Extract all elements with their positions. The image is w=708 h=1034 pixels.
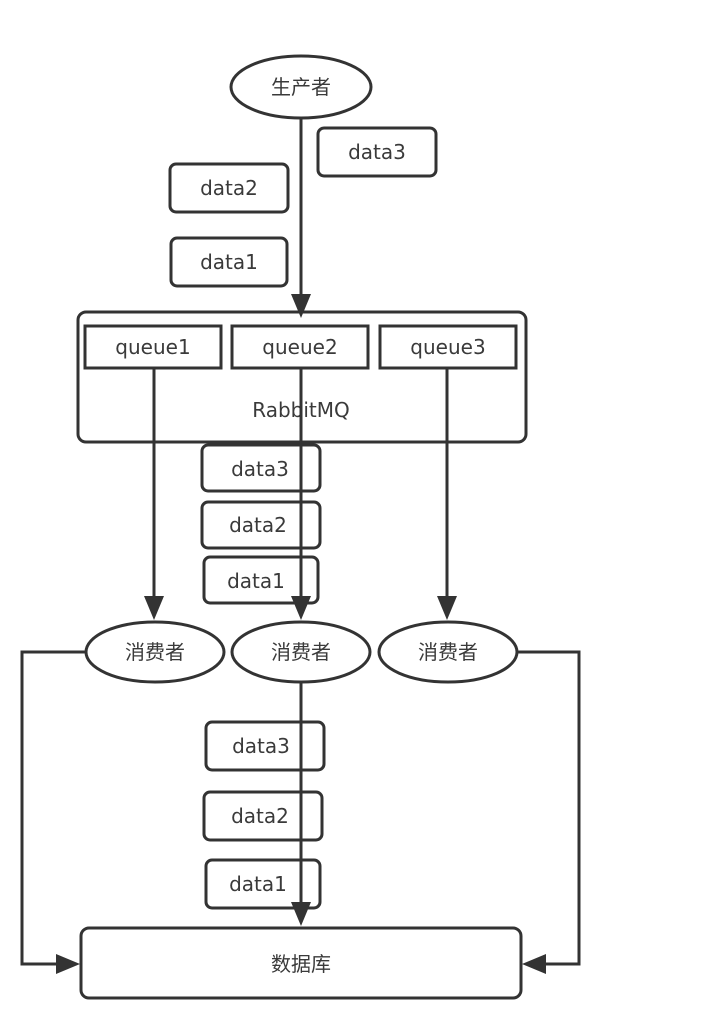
arrowhead <box>291 902 311 926</box>
packet-label: data2 <box>231 804 289 828</box>
consumer-label: 消费者 <box>125 640 185 664</box>
consumer-label: 消费者 <box>271 640 331 664</box>
consumer-node[interactable]: 消费者 <box>377 620 519 684</box>
edge-consumer1-to-database <box>20 650 86 966</box>
consumer2-data-packet[interactable]: data1 <box>204 858 322 910</box>
producer-data-packet[interactable]: data2 <box>168 162 290 214</box>
queue-label: queue3 <box>410 335 485 359</box>
producer-node[interactable]: 生产者 <box>229 54 373 120</box>
producer-data-packet[interactable]: data1 <box>169 236 289 288</box>
queue2-data-packet[interactable]: data1 <box>202 555 320 605</box>
arrowhead <box>291 294 311 318</box>
consumer2-data-packet[interactable]: data3 <box>204 720 326 772</box>
queue-label: queue1 <box>115 335 190 359</box>
queue-node[interactable]: queue1 <box>83 324 223 370</box>
queue-node[interactable]: queue3 <box>378 324 518 370</box>
packet-label: data3 <box>348 140 406 164</box>
queue-label: queue2 <box>262 335 337 359</box>
edges <box>20 118 581 974</box>
arrowhead <box>522 954 546 974</box>
packet-label: data3 <box>231 457 289 481</box>
arrowhead <box>56 954 80 974</box>
producer-data-packet[interactable]: data3 <box>316 126 438 178</box>
arrowhead <box>291 596 311 620</box>
arrowhead <box>144 596 164 620</box>
consumer-node[interactable]: 消费者 <box>84 620 226 684</box>
consumer-node[interactable]: 消费者 <box>230 620 372 684</box>
packet-label: data2 <box>229 513 287 537</box>
database-label: 数据库 <box>271 952 331 976</box>
packet-label: data1 <box>227 569 285 593</box>
consumer-label: 消费者 <box>418 640 478 664</box>
packet-label: data3 <box>232 734 290 758</box>
queue-node[interactable]: queue2 <box>230 324 370 370</box>
consumer2-data-packet[interactable]: data2 <box>202 790 324 842</box>
packet-label: data1 <box>200 250 258 274</box>
packet-label: data2 <box>200 176 258 200</box>
producer-label: 生产者 <box>271 75 331 99</box>
queue2-data-packet[interactable]: data2 <box>200 500 322 550</box>
edge-consumer3-to-database <box>518 650 581 966</box>
queue2-data-packet[interactable]: data3 <box>200 443 322 493</box>
packet-label: data1 <box>229 872 287 896</box>
database-node[interactable]: 数据库 <box>79 926 523 1000</box>
arrowhead <box>437 596 457 620</box>
